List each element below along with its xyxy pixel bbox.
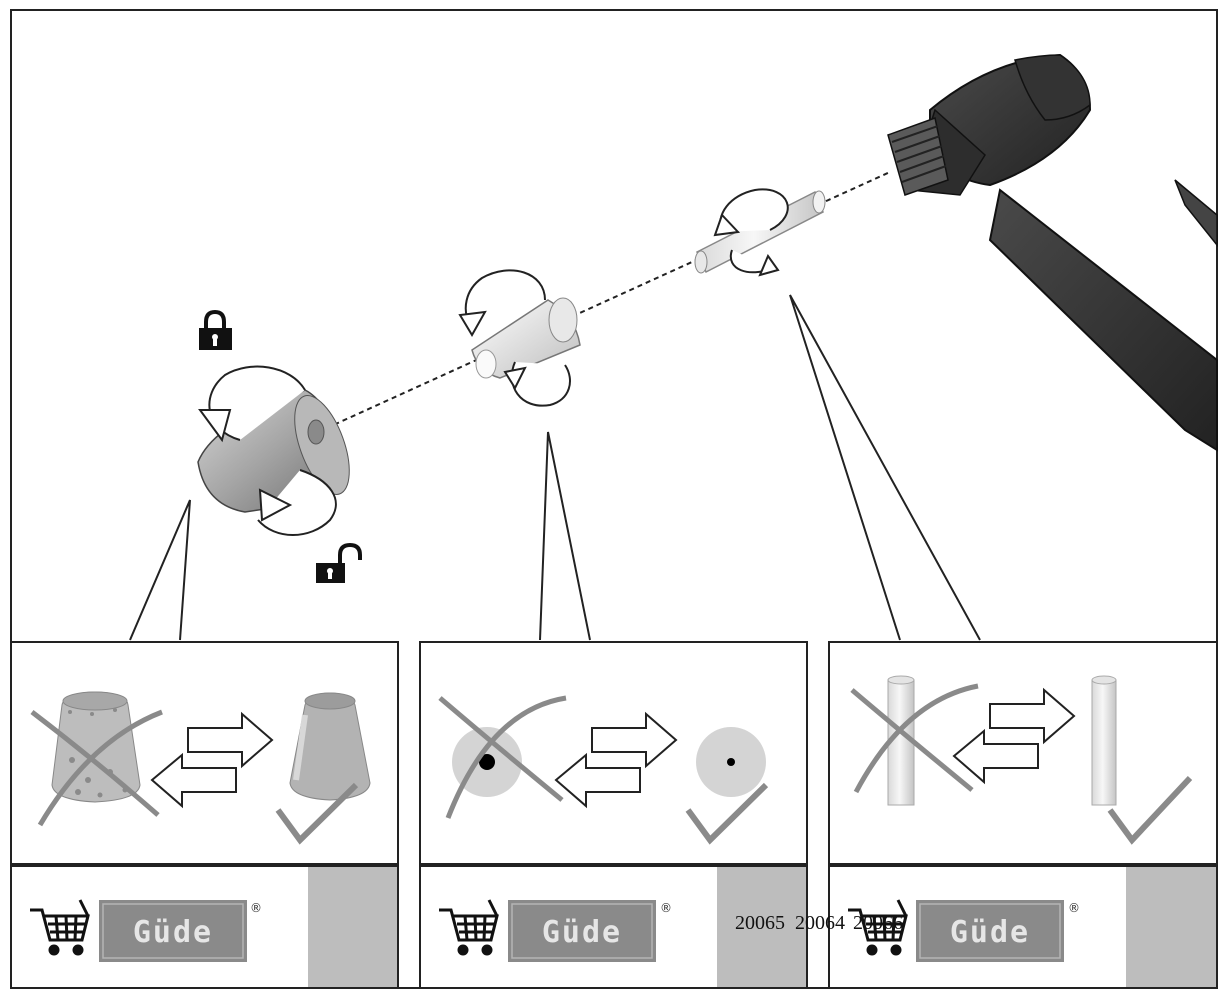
shopping-cart-icon — [848, 899, 908, 956]
brand-logo-text: Güde — [950, 915, 1030, 950]
brand-logo: Güde ® — [916, 900, 1080, 962]
exchange-arrows-icon — [554, 711, 678, 809]
brand-logo: Güde ® — [508, 900, 672, 962]
shopping-cart-icon — [30, 899, 90, 956]
shopping-cart-icon — [439, 899, 499, 956]
new-electrode — [696, 727, 766, 797]
worn-swirl-ring — [887, 675, 915, 806]
brand-logo-text: Güde — [542, 915, 622, 950]
callout-lines — [129, 294, 981, 641]
electrode-part — [471, 297, 581, 379]
registered-mark: ® — [660, 901, 672, 915]
panel-nozzle — [10, 641, 399, 865]
checkmark-icon — [1107, 775, 1193, 845]
cross-icon — [438, 695, 567, 819]
panel-swirl-ring — [828, 641, 1218, 865]
torch-head — [887, 53, 1218, 452]
lock-icon — [199, 309, 232, 350]
checkmark-icon — [275, 782, 359, 845]
worn-electrode — [452, 727, 522, 797]
checkmark-icon — [685, 782, 769, 845]
cross-icon — [30, 709, 163, 827]
panel-electrode — [419, 641, 808, 865]
article-number: 20066 — [853, 912, 903, 934]
rotate-arrow-icon — [713, 188, 789, 277]
article-numbers: 20065 20064 20066 — [735, 912, 965, 942]
new-nozzle — [289, 692, 371, 801]
rotate-arrow-icon — [198, 365, 337, 536]
article-number: 20065 — [735, 912, 785, 934]
exchange-arrows-icon — [952, 687, 1076, 785]
cross-icon — [850, 683, 979, 794]
unlock-icon — [316, 542, 362, 583]
exchange-arrows-icon — [150, 711, 274, 809]
rotate-arrow-icon — [458, 269, 571, 407]
registered-mark: ® — [250, 901, 262, 915]
swirl-ring-part — [694, 190, 826, 274]
article-number: 20064 — [795, 912, 845, 934]
new-swirl-ring — [1091, 675, 1117, 806]
brand-logo-text: Güde — [133, 915, 213, 950]
registered-mark: ® — [1068, 901, 1080, 915]
brand-logo: Güde ® — [99, 900, 262, 962]
